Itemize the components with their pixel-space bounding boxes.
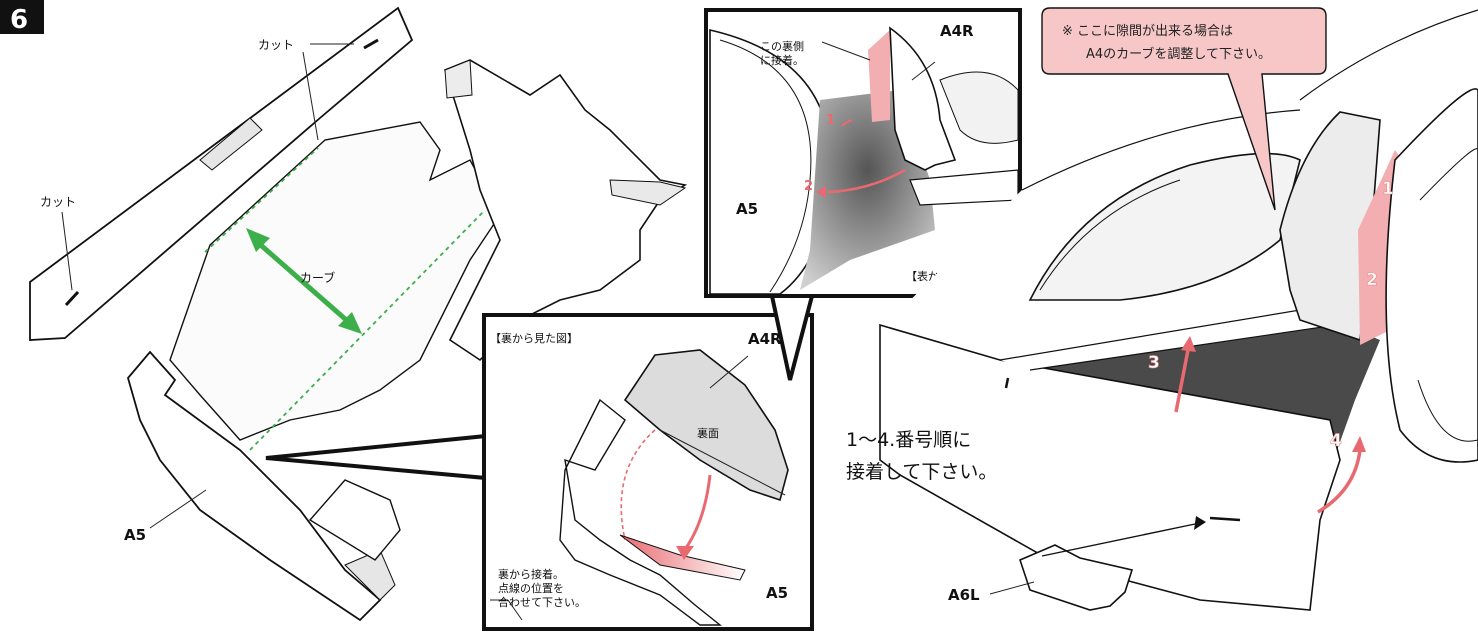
back-view-inset (482, 313, 814, 631)
car-step-1: 1 (1382, 179, 1394, 199)
a5-label-front: A5 (736, 200, 758, 218)
car-step-3: 3 (1148, 353, 1160, 373)
curve-arrow (246, 228, 362, 334)
a6l-part (1019, 544, 1134, 611)
back-side-label: 裏面 (697, 426, 719, 440)
cut-label-left: カット (40, 195, 76, 209)
car-step-4: 4 (1330, 431, 1342, 451)
glue-back-line2: に接着。 (760, 53, 804, 67)
inset-step-2: 2 (804, 179, 813, 194)
glue-note-line1: 裏から接着。 (498, 567, 564, 581)
side-skirt-plate (879, 323, 1341, 611)
glue-back-line1: この裏側 (760, 39, 804, 53)
cut-label-top: カット (258, 38, 294, 52)
callout-line2: A4のカーブを調整して下さい。 (1086, 46, 1271, 62)
a5-label-back: A5 (766, 584, 788, 602)
central-sheet (169, 121, 501, 441)
pink-glue-area (868, 30, 890, 122)
callout-line1: ※ ここに隙間が出来る場合は (1062, 24, 1233, 39)
car-step-2: 2 (1366, 270, 1378, 290)
right-folded-sheet (444, 59, 688, 362)
glue-note-line2: 点線の位置を (498, 581, 564, 595)
a6l-label: A6L (948, 586, 980, 604)
left-parts-illustration (29, 6, 688, 622)
a4r-label-front: A4R (940, 22, 974, 40)
step-badge: 6 (0, 0, 44, 35)
back-view-pointer (265, 433, 488, 481)
glue-note-line3: 合わせて下さい。 (498, 595, 586, 609)
inset-step-1: 1 (826, 113, 835, 128)
order-line2: 接着して下さい。 (846, 461, 997, 483)
a5-label-main: A5 (124, 526, 146, 544)
a4r-label-back: A4R (748, 330, 782, 348)
back-view-caption: 【裏から見た図】 (490, 331, 578, 345)
curve-label: カーブ (300, 270, 335, 285)
order-line1: 1〜4.番号順に (846, 429, 971, 451)
step-number: 6 (10, 5, 28, 35)
car-body-illustration (879, 7, 1478, 632)
front-view-inset (704, 8, 1022, 298)
callout-bubble (1041, 7, 1327, 211)
wing-strip (29, 6, 414, 341)
